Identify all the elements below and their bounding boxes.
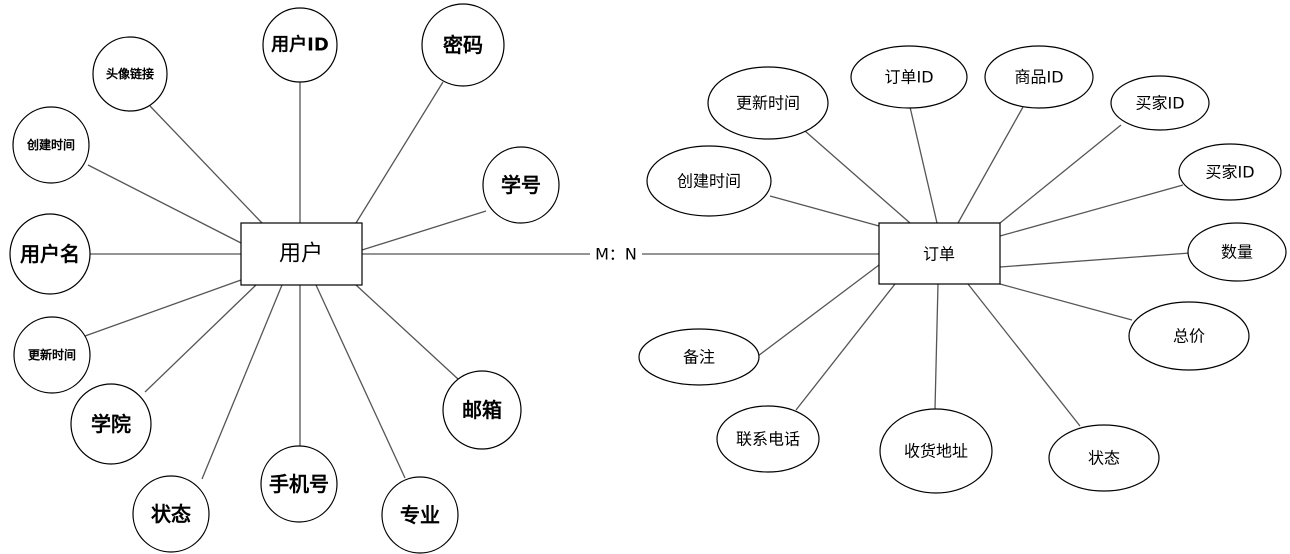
entity-user[interactable]: 用户 (240, 222, 363, 286)
entity-user-box (240, 222, 363, 286)
attr-order-buyer1-label: 买家ID (1135, 94, 1184, 113)
attr-user-email-label: 邮箱 (462, 398, 502, 422)
attr-user-studentno[interactable]: 学号 (482, 146, 560, 224)
attr-user-studentno-label: 学号 (501, 173, 541, 197)
attr-order-quantity[interactable]: 数量 (1187, 222, 1287, 282)
attr-order-contact-label: 联系电话 (736, 430, 800, 449)
attr-order-updated[interactable]: 更新时间 (707, 66, 829, 140)
attr-order-status-label: 状态 (1088, 449, 1120, 468)
attr-order-total[interactable]: 总价 (1128, 301, 1250, 371)
connector-order-buyer1 (999, 124, 1122, 224)
attr-order-product[interactable]: 商品ID (984, 45, 1094, 109)
attr-user-college-label: 学院 (91, 412, 131, 436)
attr-order-address[interactable]: 收货地址 (879, 408, 993, 494)
attr-user-updated-label: 更新时间 (28, 347, 76, 362)
attr-order-contact[interactable]: 联系电话 (716, 405, 820, 473)
attr-user-created[interactable]: 创建时间 (12, 106, 90, 184)
connector-order-status (967, 283, 1081, 427)
attr-order-buyer1[interactable]: 买家ID (1110, 75, 1210, 131)
connector-order-updated (804, 130, 911, 224)
attr-user-username-label: 用户名 (20, 242, 80, 266)
attr-order-remark[interactable]: 备注 (638, 328, 760, 386)
attr-order-status[interactable]: 状态 (1048, 424, 1160, 492)
attr-user-avatar[interactable]: 头像链接 (92, 36, 168, 112)
attr-user-password-label: 密码 (443, 33, 483, 57)
connector-order-product (957, 106, 1024, 224)
attr-order-address-label: 收货地址 (904, 442, 968, 461)
connector-user-avatar (149, 105, 263, 224)
connector-user-updated (84, 279, 242, 337)
connector-order-remark (757, 264, 880, 357)
attr-order-quantity-label: 数量 (1221, 243, 1253, 262)
connector-user-password (355, 81, 444, 224)
attr-order-id[interactable]: 订单ID (850, 45, 968, 109)
attr-user-status-label: 状态 (151, 502, 191, 526)
entity-order-label: 订单 (923, 245, 955, 264)
connector-user-email (355, 284, 459, 380)
relationship-label: M：N (595, 245, 637, 264)
attr-user-email[interactable]: 邮箱 (442, 370, 522, 450)
attr-user-password[interactable]: 密码 (421, 3, 505, 87)
connector-user-college (144, 284, 257, 393)
connector-order-contact (795, 283, 896, 411)
attr-user-username[interactable]: 用户名 (9, 213, 91, 295)
entity-user-label: 用户 (279, 242, 323, 267)
attr-user-college[interactable]: 学院 (70, 383, 152, 465)
connector-order-id (909, 106, 938, 224)
attr-user-major[interactable]: 专业 (381, 476, 459, 554)
connector-user-major (315, 284, 406, 479)
user-connectors (84, 80, 487, 480)
connector-user-status (201, 284, 283, 480)
attr-user-major-label: 专业 (400, 503, 440, 527)
attr-user-created-label: 创建时间 (26, 137, 75, 152)
attr-user-phone[interactable]: 手机号 (260, 445, 338, 523)
attr-user-id-label: 用户ID (271, 34, 329, 56)
connector-order-address (934, 283, 939, 410)
connector-user-created (87, 164, 242, 244)
attr-order-total-label: 总价 (1173, 327, 1205, 346)
attr-order-buyer2[interactable]: 买家ID (1178, 143, 1282, 201)
attr-user-updated[interactable]: 更新时间 (13, 316, 91, 394)
attr-order-id-label: 订单ID (884, 68, 933, 87)
connector-order-created (769, 195, 880, 227)
attr-order-created[interactable]: 创建时间 (646, 145, 772, 217)
connector-user-studentno (361, 210, 487, 251)
attr-order-remark-label: 备注 (683, 348, 715, 367)
attr-user-phone-label: 手机号 (269, 472, 329, 496)
connector-order-buyer2 (999, 184, 1184, 237)
attr-user-status[interactable]: 状态 (132, 475, 210, 553)
entity-order-box (878, 222, 1001, 285)
entity-order[interactable]: 订单 (878, 222, 1001, 285)
attr-order-created-label: 创建时间 (677, 172, 741, 191)
attr-order-buyer2-label: 买家ID (1205, 163, 1254, 182)
order-connectors (757, 106, 1191, 427)
attr-order-updated-label: 更新时间 (736, 94, 800, 113)
connector-order-quantity (999, 252, 1191, 268)
connector-order-total (999, 283, 1133, 321)
attr-user-avatar-label: 头像链接 (106, 66, 154, 81)
attr-order-product-label: 商品ID (1014, 68, 1063, 87)
attr-user-id[interactable]: 用户ID (262, 7, 338, 83)
